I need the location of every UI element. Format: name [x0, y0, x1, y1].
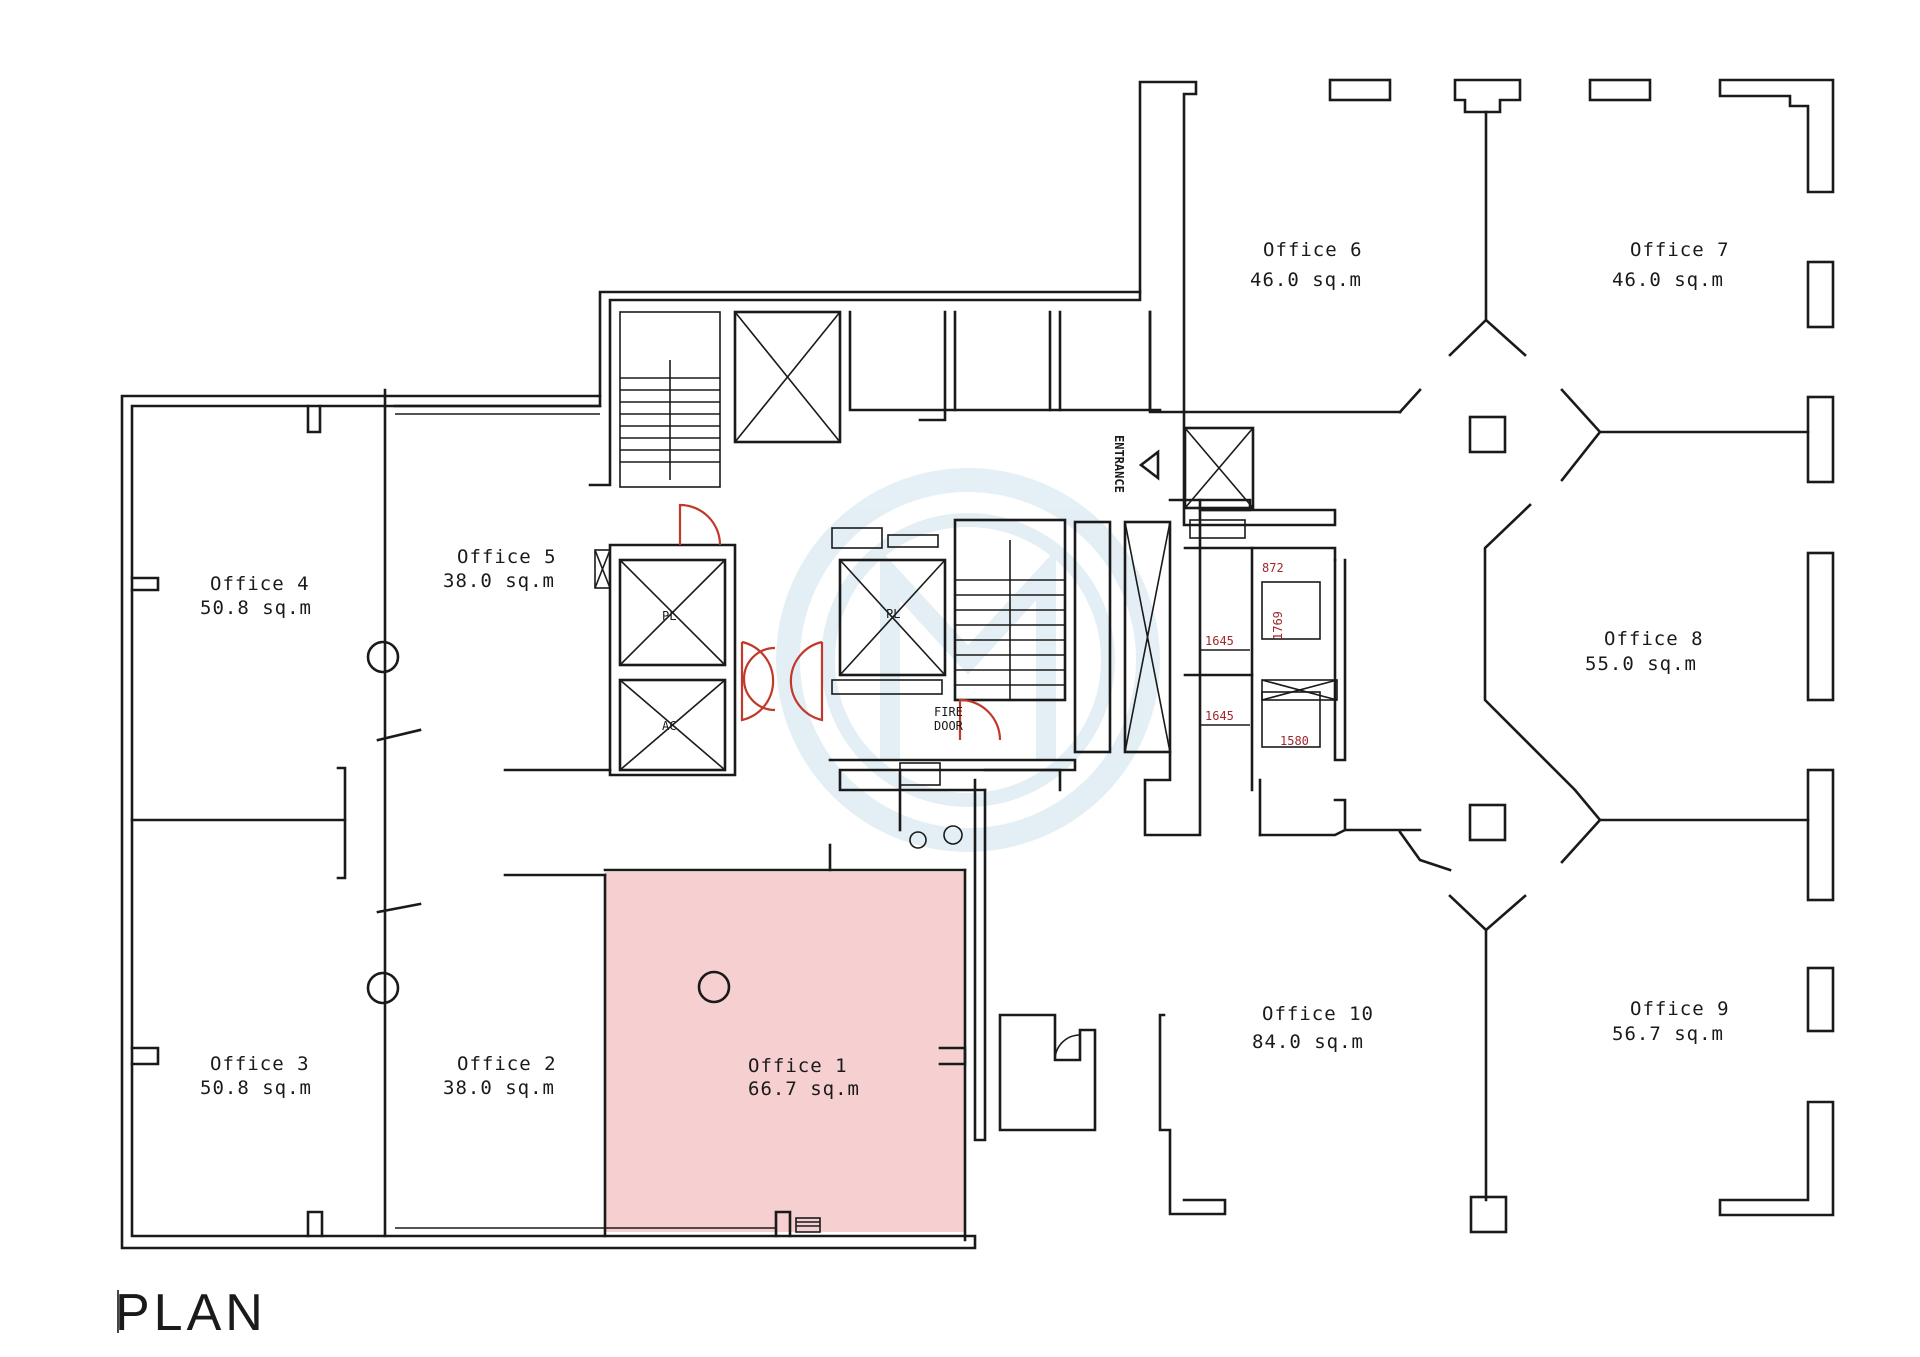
lift-label-1: PL — [662, 609, 676, 623]
office-6-name: Office 6 — [1263, 239, 1363, 261]
dimension-1769: 1769 — [1271, 611, 1285, 640]
office-10-name: Office 10 — [1262, 1003, 1374, 1025]
watermark-logo — [776, 468, 1160, 852]
office-9-name: Office 9 — [1630, 998, 1730, 1020]
stair-2-icon — [955, 540, 1065, 700]
plan-title: PLAN — [115, 1284, 267, 1342]
office-7-name: Office 7 — [1630, 239, 1730, 261]
office-2-area: 38.0 sq.m — [443, 1077, 555, 1099]
office-10-area: 84.0 sq.m — [1252, 1031, 1364, 1053]
fire-door-label-line2: DOOR — [934, 719, 964, 733]
office-9-area: 56.7 sq.m — [1612, 1023, 1724, 1045]
fire-door-label-line1: FIRE — [934, 705, 963, 719]
dimension-872: 872 — [1262, 561, 1284, 575]
office-5-area: 38.0 sq.m — [443, 570, 555, 592]
office-2[interactable]: Office 2 38.0 sq.m — [443, 1053, 557, 1099]
office-4[interactable]: Office 4 50.8 sq.m — [200, 573, 312, 619]
door-swings — [678, 503, 1002, 741]
office-2-name: Office 2 — [457, 1053, 557, 1075]
left-block-walls — [120, 388, 977, 1250]
office-8-area: 55.0 sq.m — [1585, 653, 1697, 675]
office-7[interactable]: Office 7 46.0 sq.m — [1612, 239, 1730, 291]
office-8[interactable]: Office 8 55.0 sq.m — [1585, 628, 1704, 675]
office-10[interactable]: Office 10 84.0 sq.m — [1252, 1003, 1374, 1053]
office-3[interactable]: Office 3 50.8 sq.m — [200, 1053, 312, 1099]
office-1-name: Office 1 — [748, 1055, 848, 1077]
office-9[interactable]: Office 9 56.7 sq.m — [1612, 998, 1730, 1045]
core-walls: PL AC PL — [588, 290, 1252, 1142]
dimension-1580: 1580 — [1280, 734, 1309, 748]
entrance-label: ENTRANCE — [1112, 435, 1126, 493]
dimension-1645-b: 1645 — [1205, 709, 1234, 723]
office-3-area: 50.8 sq.m — [200, 1077, 312, 1099]
lift-label-2: AC — [662, 719, 676, 733]
office-7-area: 46.0 sq.m — [1612, 269, 1724, 291]
office-6-area: 46.0 sq.m — [1250, 269, 1362, 291]
office-6[interactable]: Office 6 46.0 sq.m — [1250, 239, 1363, 291]
office-1-highlight[interactable] — [605, 872, 965, 1232]
office-5-name: Office 5 — [457, 546, 557, 568]
lift-label-3: PL — [886, 607, 900, 621]
stair-1-icon — [620, 360, 720, 480]
right-wing-walls — [998, 78, 1835, 1234]
office-4-name: Office 4 — [210, 573, 310, 595]
office-1[interactable]: Office 1 66.7 sq.m — [748, 1055, 860, 1100]
office-5[interactable]: Office 5 38.0 sq.m — [443, 546, 557, 592]
office-1-area: 66.7 sq.m — [748, 1078, 860, 1100]
office-4-area: 50.8 sq.m — [200, 597, 312, 619]
office-8-name: Office 8 — [1604, 628, 1704, 650]
dimension-1645-a: 1645 — [1205, 634, 1234, 648]
dimension-annotations: 872 1645 1769 1645 1580 — [1200, 561, 1309, 748]
office-3-name: Office 3 — [210, 1053, 310, 1075]
